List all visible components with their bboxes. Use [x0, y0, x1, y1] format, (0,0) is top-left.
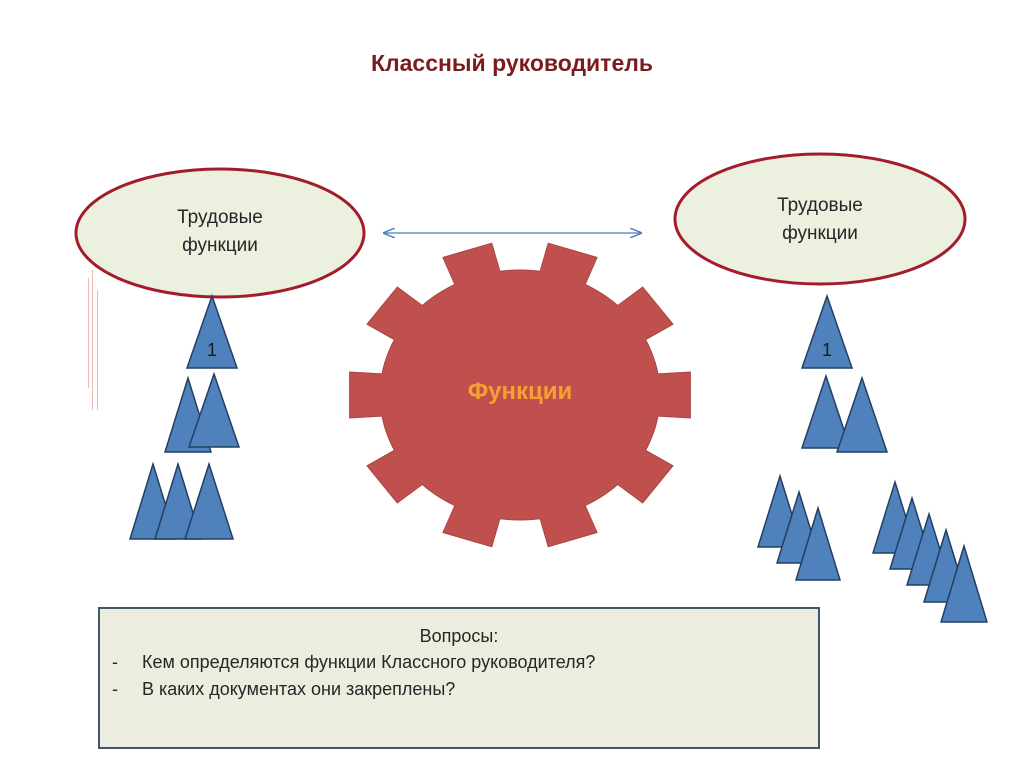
triangle-right-number: 1 [821, 340, 832, 360]
question-item: - Кем определяются функции Классного рук… [100, 649, 818, 676]
ellipse-left-line2: функции [182, 235, 258, 256]
gear-label: Функции [467, 378, 573, 405]
gear-shape [349, 242, 691, 548]
triangle-right-group2-5 [939, 543, 989, 623]
decorative-line [97, 290, 98, 410]
question-bullet: - [112, 652, 118, 672]
question-item: - В каких документах они закреплены? [100, 676, 818, 703]
triangle-right-mid-1 [800, 373, 852, 449]
ellipse-left-line1: Трудовые [177, 207, 263, 228]
ellipse-right [673, 152, 967, 286]
decorative-line [88, 278, 89, 388]
triangle-left-number: 1 [206, 340, 217, 360]
question-bullet: - [112, 679, 118, 699]
triangle-left-bottom-3 [183, 461, 235, 540]
slide-title: Классный руководитель [370, 50, 653, 76]
triangle-right-mid-2 [835, 375, 889, 453]
triangle-left-top [185, 293, 239, 369]
triangle-right-group1-3 [794, 505, 842, 581]
decorative-line [92, 270, 93, 410]
ellipse-left [74, 167, 366, 299]
triangle-left-mid-2 [187, 371, 241, 448]
question-text: В каких документах они закреплены? [142, 679, 456, 699]
ellipse-left-label: Трудовые функции [120, 204, 320, 260]
triangle-left-bottom-2 [153, 461, 203, 540]
question-text: Кем определяются функции Классного руков… [142, 652, 596, 672]
questions-heading: Вопросы: [419, 626, 499, 646]
ellipse-right-label: Трудовые функции [720, 192, 920, 248]
ellipse-right-line2: функции [782, 223, 858, 244]
triangle-right-top [800, 293, 854, 369]
ellipse-right-line1: Трудовые [777, 195, 863, 216]
questions-box: Вопросы: - Кем определяются функции Клас… [98, 607, 820, 749]
